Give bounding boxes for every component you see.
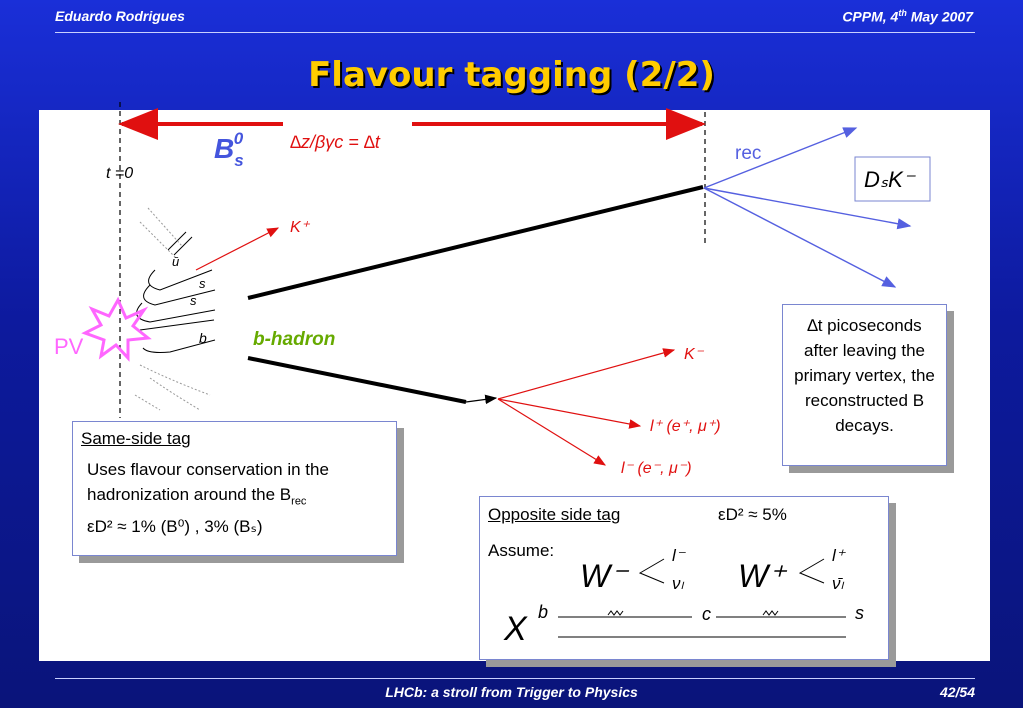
feynman-X: X (503, 610, 528, 648)
pv-label: PV (54, 334, 84, 359)
header-rule (55, 32, 975, 33)
lplus-track (497, 398, 642, 429)
feynman-b: b (538, 602, 548, 622)
w2-propagator (762, 610, 779, 616)
fragmentation-shadow-lines (134, 207, 211, 411)
kminus-label: K⁻ (684, 346, 705, 363)
quark-label-s1: s (199, 276, 206, 291)
same-side-body: Uses flavour conservation in the hadroni… (87, 457, 329, 539)
bs-flight-line (247, 185, 704, 300)
same-side-line2-text: hadronization around the B (87, 485, 292, 504)
same-side-line2-sub: rec (291, 495, 307, 508)
lplus-label: l⁺ (e⁺, μ⁺) (650, 418, 721, 435)
feynman-W2: W⁺ (738, 558, 787, 594)
bhadron-flight-line (247, 356, 467, 404)
author-header: Eduardo Rodrigues (55, 8, 185, 24)
feynman-l1: l⁻ (672, 546, 687, 565)
delta-t-box: ∆t picoseconds after leaving the primary… (782, 304, 947, 466)
lminus-track (497, 398, 607, 466)
slide-title: Flavour tagging (2/2) (308, 55, 715, 95)
bhadron-short-arrow (465, 394, 498, 405)
feynman-W1: W⁻ (580, 558, 629, 594)
venue-prefix: CPPM, 4 (842, 8, 899, 25)
fragmentation-lines (136, 231, 216, 353)
ds-k-box (854, 156, 931, 202)
opposite-side-tag-box: Opposite side tag εD² ≈ 5% Assume: X b c… (479, 496, 889, 660)
quark-label-s2: s (190, 293, 197, 308)
same-side-heading: Same-side tag (81, 429, 191, 448)
ds-k-label: DₛK⁻ (864, 167, 917, 192)
t0-label: t =0 (106, 165, 133, 182)
feynman-nu1: νₗ (672, 574, 685, 593)
pv-star-icon (81, 296, 152, 362)
same-side-tag-box: Same-side tag Uses flavour conservation … (72, 421, 397, 556)
page-number: 42/54 (939, 684, 975, 700)
venue-suffix: May 2007 (906, 8, 973, 25)
kminus-track (497, 348, 676, 400)
decay-track-2 (703, 187, 912, 230)
opposite-side-heading: Opposite side tag (488, 505, 621, 524)
venue-header: CPPM, 4th May 2007 (842, 8, 973, 25)
feynman-l2: l⁺ (832, 546, 847, 565)
feynman-c: c (702, 604, 711, 624)
feynman-s: s (855, 603, 864, 623)
w1-propagator (607, 610, 624, 616)
delta-z-label: ∆z/βγc = ∆t (290, 132, 381, 152)
footer-rule (55, 678, 975, 679)
feynman-nu2: ν̄ₗ (832, 574, 845, 593)
delta-t-text: ∆t picoseconds after leaving the primary… (794, 316, 935, 435)
bhadron-label: b-hadron (253, 329, 335, 350)
bs-label: Bs0 (214, 129, 244, 170)
lminus-label: l⁻ (e⁻, μ⁻) (621, 460, 692, 477)
same-side-line3: εD² ≈ 1% (B⁰) , 3% (Bₛ) (87, 517, 263, 537)
footer-title: LHCb: a stroll from Trigger to Physics (385, 684, 638, 700)
kplus-label: K⁺ (290, 219, 311, 236)
w1-vertex (638, 558, 665, 584)
same-side-line1: Uses flavour conservation in the (87, 460, 329, 479)
same-side-line2: hadronization around the Brec (87, 482, 329, 514)
quark-label-ubar: ū (172, 254, 179, 269)
kplus-track (195, 227, 280, 271)
decay-track-1 (703, 127, 858, 189)
feynman-diagram: X b c s W⁻ W⁺ l⁻ νₗ l⁺ ν̄ₗ (503, 546, 864, 648)
quark-label-b: b (199, 330, 207, 346)
venue-sup: th (898, 8, 907, 18)
decay-track-3 (703, 187, 897, 288)
assume-label: Assume: (488, 541, 555, 560)
w2-vertex (798, 558, 825, 584)
opposite-side-eff: εD² ≈ 5% (718, 505, 787, 524)
rec-label: rec (735, 143, 761, 164)
